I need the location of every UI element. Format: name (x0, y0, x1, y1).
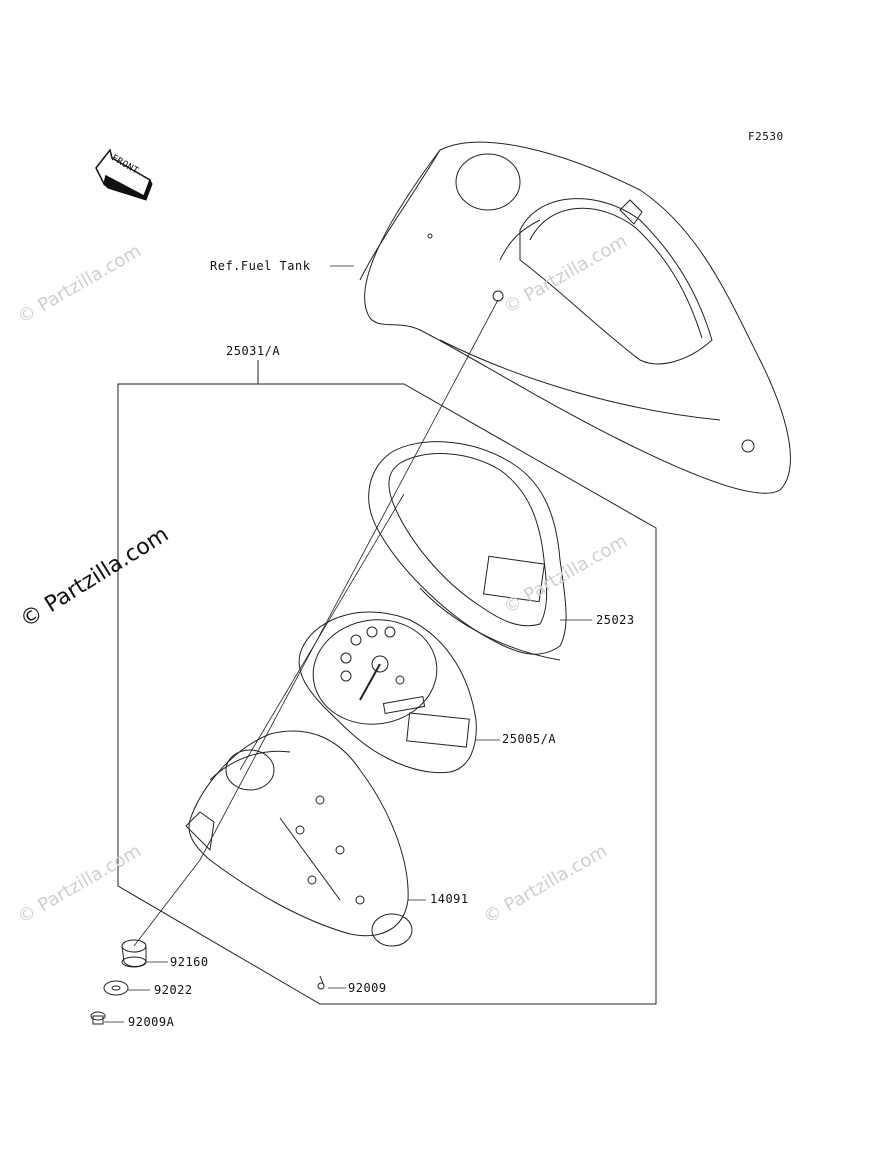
callout-assembly: 25031/A (226, 344, 281, 358)
leader-lines (104, 265, 592, 1023)
callout-grommet: 92160 (170, 955, 209, 969)
callout-screw-a: 92009A (128, 1015, 175, 1029)
figure-code: F2530 (748, 130, 784, 143)
meter-unit-drawing (298, 611, 477, 774)
screw-small-drawing (317, 975, 325, 990)
fuel-tank-cover-drawing (359, 141, 791, 494)
callout-cover: 25023 (596, 613, 635, 627)
washer-drawing (103, 980, 129, 996)
front-arrow-icon (95, 148, 153, 201)
callout-washer: 92022 (154, 983, 193, 997)
grommet-drawing (121, 939, 147, 968)
callout-ref-fuel-tank: Ref.Fuel Tank (210, 259, 311, 273)
meter-cover-drawing (368, 441, 567, 661)
callout-screw-small: 92009 (348, 981, 387, 995)
callout-meter: 25005/A (502, 732, 557, 746)
meter-case-drawing (185, 730, 413, 947)
callout-case: 14091 (430, 892, 469, 906)
screw-a-drawing (90, 1011, 106, 1025)
assembly-bracket (117, 360, 657, 1005)
